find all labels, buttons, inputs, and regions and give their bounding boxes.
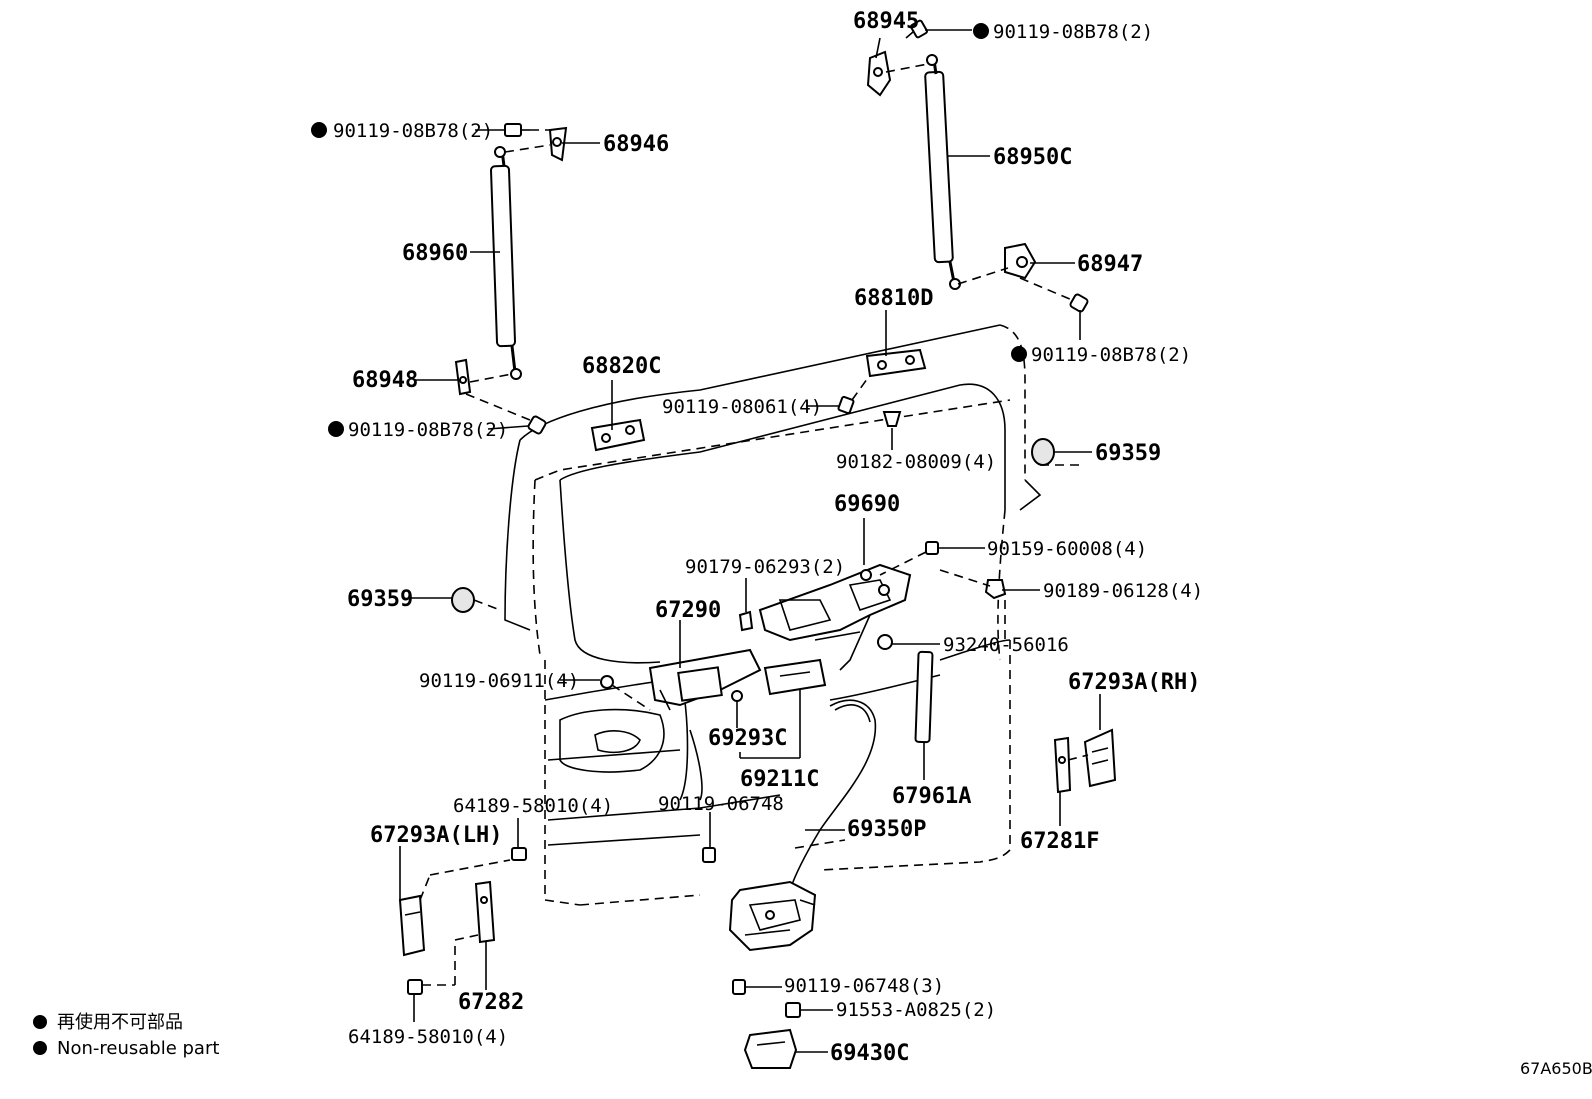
switch-69211c	[763, 658, 827, 696]
label-68947: 68947	[1077, 252, 1143, 277]
label-90179-06293: 90179-06293(2)	[685, 556, 845, 578]
part-69430c	[743, 1028, 798, 1069]
gas-strut-68960	[490, 146, 522, 380]
label-90119-08061: 90119-08061(4)	[662, 396, 822, 418]
bolt-90119-08b78-left-bottom	[527, 415, 547, 435]
back-door-panel	[504, 324, 1042, 906]
bolt-90119-08b78-left-top	[504, 123, 530, 137]
cushion-69359-right	[1031, 438, 1055, 466]
label-67293a-rh: 67293A(RH)	[1068, 670, 1200, 695]
non-reusable-marker	[328, 421, 344, 437]
bracket-68945	[866, 50, 892, 97]
label-67293a-lh: 67293A(LH)	[370, 823, 502, 848]
screw-90179-06293	[738, 610, 754, 632]
label-69359-left: 69359	[347, 587, 413, 612]
label-64189-58010-bottom: 64189-58010(4)	[348, 1026, 508, 1048]
label-90119-06748: 90119-06748	[658, 793, 784, 815]
label-68960: 68960	[402, 241, 468, 266]
label-90119-08b78-right: 90119-08B78(2)	[1031, 344, 1191, 366]
screw-64189-58010-bottom	[407, 979, 423, 995]
label-69690: 69690	[834, 492, 900, 517]
actuator-assembly	[728, 880, 817, 952]
label-90119-08b78-left-bottom: 90119-08B78(2)	[348, 419, 508, 441]
bracket-67281f	[1053, 736, 1072, 794]
screw-90189-06128	[984, 579, 1007, 600]
bracket-67282	[474, 880, 496, 944]
legend-text-jp: 再使用不可部品	[57, 1012, 183, 1033]
label-90119-06911: 90119-06911(4)	[419, 670, 579, 692]
label-69350p: 69350P	[847, 817, 926, 842]
legend: 再使用不可部品 Non-reusable part	[33, 1012, 219, 1059]
hinge-68820c	[590, 418, 646, 452]
leader-lines	[399, 29, 1101, 1053]
label-68820c: 68820C	[582, 354, 661, 379]
lock-assembly-69690	[758, 563, 912, 671]
label-69293c: 69293C	[708, 726, 787, 751]
hinge-68810d	[865, 348, 927, 378]
bolt-90119-08061	[837, 395, 855, 415]
label-69359-right: 69359	[1095, 441, 1161, 466]
handle-67290	[648, 648, 762, 711]
label-90189-06128: 90189-06128(4)	[1043, 580, 1203, 602]
bolt-90119-08b78-right	[1069, 293, 1089, 313]
label-67282: 67282	[458, 990, 524, 1015]
cushion-69359-left	[451, 587, 475, 613]
bracket-68947	[1004, 242, 1037, 280]
label-68946: 68946	[603, 132, 669, 157]
label-91553-a0825: 91553-A0825(2)	[836, 999, 996, 1021]
bracket-68946	[548, 126, 568, 162]
non-reusable-marker	[1011, 346, 1027, 362]
bolt-90119-08b78-top	[905, 19, 928, 39]
label-68810d: 68810D	[854, 286, 933, 311]
bracket-68948	[454, 358, 472, 396]
strip-67961a	[914, 650, 934, 744]
non-reusable-marker	[973, 23, 989, 39]
label-68950c: 68950C	[993, 145, 1072, 170]
label-93240-56016: 93240-56016	[943, 634, 1069, 656]
cover-67293a-rh	[1083, 728, 1117, 788]
non-reusable-markers	[311, 23, 1027, 437]
label-68948: 68948	[352, 368, 418, 393]
legend-text-en: Non-reusable part	[57, 1038, 219, 1059]
label-64189-58010-top: 64189-58010(4)	[453, 795, 613, 817]
label-90119-06748-3: 90119-06748(3)	[784, 975, 944, 997]
label-69211c: 69211C	[740, 767, 819, 792]
cable-69350p	[789, 699, 877, 891]
label-90119-08b78-left-top: 90119-08B78(2)	[333, 120, 493, 142]
clip-69293c	[731, 690, 743, 702]
screw-90159-60008	[925, 541, 939, 555]
clip-90182-08009	[882, 411, 902, 427]
screw-90119-06748	[702, 847, 716, 863]
part-labels: 68945 90119-08B78(2) 90119-08B78(2) 6894…	[333, 9, 1203, 1066]
label-67290: 67290	[655, 598, 721, 623]
legend-marker-en	[33, 1041, 47, 1055]
screw-90119-06911	[600, 675, 614, 689]
cover-67293a-lh	[398, 894, 426, 957]
label-67961a: 67961A	[892, 784, 971, 809]
label-69430c: 69430C	[830, 1041, 909, 1066]
label-67281f: 67281F	[1020, 829, 1099, 854]
label-90119-08b78-top: 90119-08B78(2)	[993, 21, 1153, 43]
screw-64189-58010-top	[511, 847, 527, 861]
label-90159-60008: 90159-60008(4)	[987, 538, 1147, 560]
label-90182-08009: 90182-08009(4)	[836, 451, 996, 473]
non-reusable-marker	[311, 122, 327, 138]
legend-marker-jp	[33, 1015, 47, 1029]
gas-strut-68950c	[924, 54, 961, 290]
screw-90119-06748-3	[732, 979, 746, 995]
reference-code: 67A650B	[1520, 1059, 1592, 1078]
label-68945: 68945	[853, 9, 919, 34]
screw-91553-a0825	[785, 1002, 801, 1018]
screw-93240-56016	[877, 634, 893, 650]
